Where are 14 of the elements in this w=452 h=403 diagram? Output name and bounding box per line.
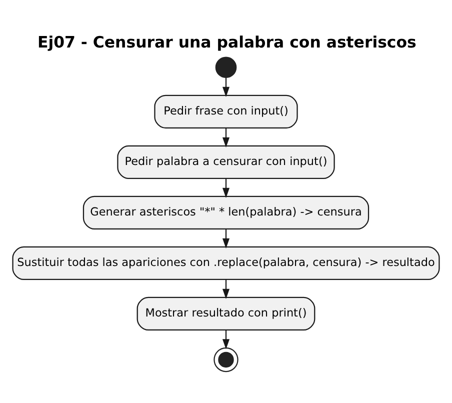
arrow bbox=[222, 280, 230, 299]
arrow bbox=[222, 229, 230, 248]
node-box: Pedir palabra a censurar con input() bbox=[117, 145, 335, 180]
node-box: Sustituir todas las apariciones con .replace(palabra, censura) -> resultado bbox=[12, 246, 440, 280]
node-box: Generar asteriscos "*" * len(palabra) -> censura bbox=[82, 196, 370, 230]
node-box: Pedir frase con input() bbox=[154, 94, 298, 129]
diagram-title: Ej07 - Censurar una palabra con asteriscos bbox=[37, 32, 416, 52]
arrow bbox=[222, 330, 230, 350]
arrow bbox=[222, 178, 230, 198]
arrow bbox=[222, 78, 230, 98]
node-box: Mostrar resultado con print() bbox=[136, 296, 316, 331]
node-circle bbox=[214, 347, 238, 372]
node-circle bbox=[215, 56, 237, 78]
arrow bbox=[222, 128, 230, 148]
